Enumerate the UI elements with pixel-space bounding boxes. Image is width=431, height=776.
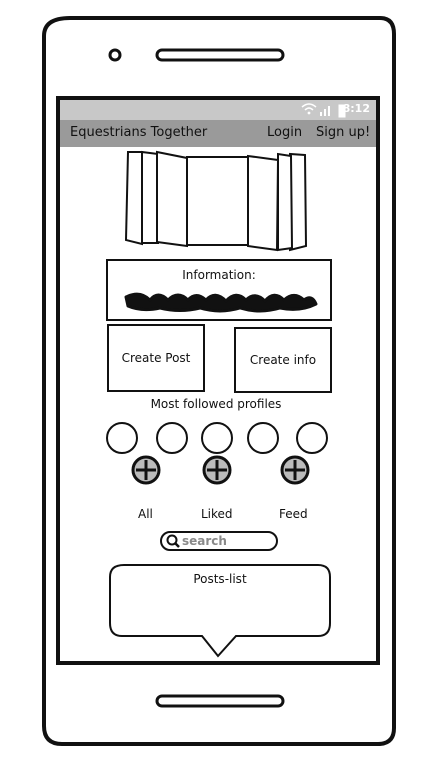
login-link[interactable]: Login <box>267 125 303 140</box>
info-scribble <box>124 292 318 313</box>
follow-plus-icon[interactable] <box>131 455 161 485</box>
app-title: Equestrians Together <box>70 125 208 140</box>
signup-link[interactable]: Sign up! <box>316 125 371 140</box>
search-input[interactable] <box>182 534 270 548</box>
posts-list-bubble[interactable] <box>109 564 331 658</box>
app-bar: Equestrians Together Login Sign up! <box>60 120 376 147</box>
profile-avatar[interactable] <box>201 422 233 454</box>
information-panel: Information: <box>106 259 332 321</box>
tab-all[interactable]: All <box>138 507 153 521</box>
posts-list-title: Posts-list <box>193 572 247 586</box>
create-info-button[interactable]: Create info <box>234 327 332 393</box>
search-box[interactable] <box>160 531 278 551</box>
battery-icon <box>338 103 346 122</box>
status-bar: 8:12 <box>60 100 376 120</box>
tab-liked[interactable]: Liked <box>201 507 233 521</box>
profile-avatar[interactable] <box>156 422 188 454</box>
home-bar[interactable] <box>155 694 285 708</box>
profile-avatar[interactable] <box>247 422 279 454</box>
follow-plus-icon[interactable] <box>280 455 310 485</box>
profile-avatar[interactable] <box>106 422 138 454</box>
camera-dot <box>108 48 122 62</box>
create-post-label: Create Post <box>121 351 191 365</box>
profiles-row <box>106 422 328 454</box>
status-time: 8:12 <box>342 102 370 115</box>
wifi-icon <box>300 101 334 120</box>
create-post-button[interactable]: Create Post <box>107 324 205 392</box>
speaker-slot <box>155 48 285 62</box>
tab-feed[interactable]: Feed <box>279 507 308 521</box>
follow-plus-icon[interactable] <box>202 455 232 485</box>
information-title: Information: <box>182 268 256 282</box>
profile-avatar[interactable] <box>296 422 328 454</box>
create-info-label: Create info <box>249 353 317 367</box>
most-followed-title: Most followed profiles <box>150 397 282 411</box>
image-carousel[interactable] <box>124 150 308 252</box>
